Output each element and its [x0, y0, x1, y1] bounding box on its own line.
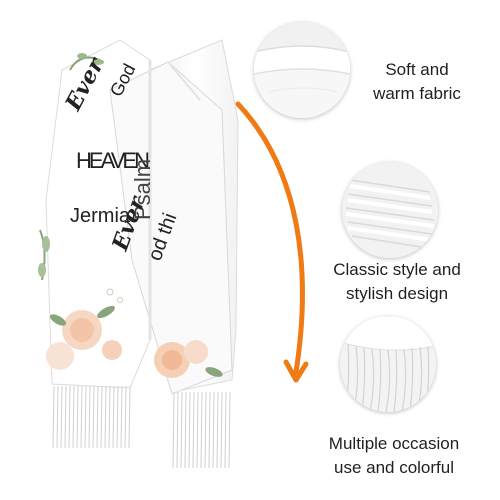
scarf-image: Ever God HEAVEN Psalm Jermia Ever od thi	[38, 39, 239, 469]
feature-caption-soft: Soft and warm fabric	[362, 58, 472, 106]
scarf-text-jermia: Jermia	[70, 205, 131, 227]
floral-print	[38, 53, 223, 378]
feature-caption-line: stylish design	[345, 284, 449, 303]
feature-caption-line: Multiple occasion	[328, 434, 460, 453]
fabric-detail-fringe	[340, 316, 436, 412]
scarf-text-heaven: HEAVEN	[76, 148, 150, 173]
feature-caption-occasion: Multiple occasion use and colorful	[308, 432, 480, 480]
feature-caption-line: Classic style and	[333, 260, 461, 279]
feature-caption-line: warm fabric	[373, 84, 461, 103]
feature-caption-style: Classic style and stylish design	[322, 258, 472, 306]
feature-caption-line: Soft and	[385, 60, 449, 79]
scarf-text-psalm: Psalm	[130, 159, 155, 220]
scarf-fringe	[52, 385, 231, 469]
fabric-detail-soft	[254, 22, 350, 118]
fabric-detail-style	[342, 162, 438, 258]
feature-caption-line: use and colorful	[333, 458, 455, 477]
